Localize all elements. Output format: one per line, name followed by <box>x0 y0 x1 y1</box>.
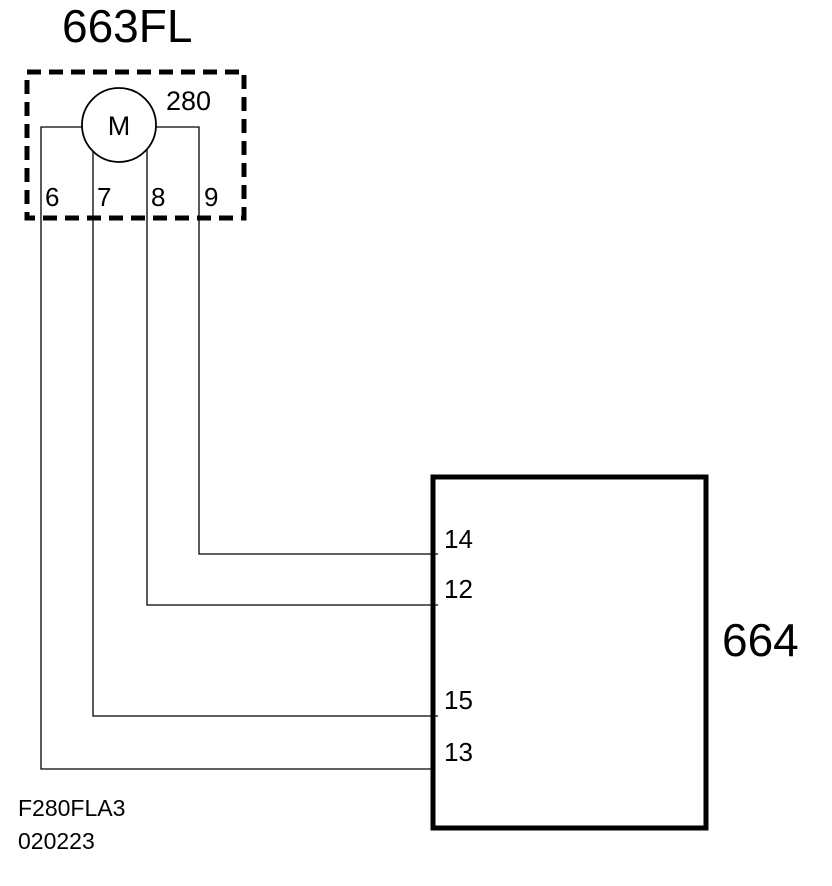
motor-pin-7: 7 <box>97 182 111 212</box>
control-unit-box <box>430 474 709 831</box>
motor-pin-8: 8 <box>151 182 165 212</box>
wire-7-to-15 <box>92 152 438 717</box>
reference-code-line2: 020223 <box>18 828 95 854</box>
control-pin-12: 12 <box>444 574 473 604</box>
circuit-number: 280 <box>166 86 211 116</box>
motor-symbol <box>81 87 157 163</box>
reference-code-line1: F280FLA3 <box>18 795 125 821</box>
motor-unit-title: 663FL <box>62 0 192 52</box>
motor-pin-9: 9 <box>204 182 218 212</box>
control-pin-14: 14 <box>444 524 473 554</box>
wire-9-to-14 <box>156 126 438 555</box>
wire-8-to-12 <box>146 150 438 606</box>
control-pin-13: 13 <box>444 737 473 767</box>
motor-unit-dashed-box <box>24 69 247 221</box>
motor-pin-6: 6 <box>45 182 59 212</box>
motor-symbol-label: M <box>108 111 131 141</box>
control-pin-15: 15 <box>444 685 473 715</box>
wire-6-to-13 <box>40 126 431 770</box>
control-unit-title: 664 <box>722 614 799 666</box>
